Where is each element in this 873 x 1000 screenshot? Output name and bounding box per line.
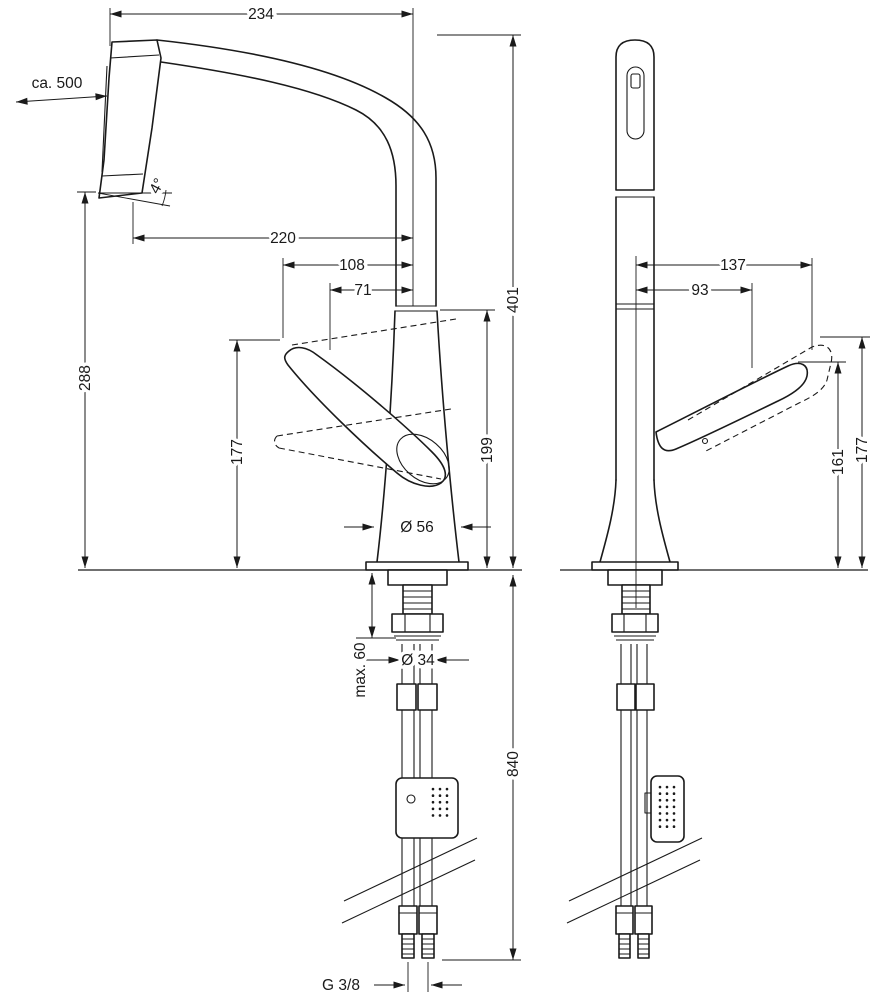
swivel-joint-front — [616, 303, 654, 310]
base-flange-side — [365, 561, 469, 571]
dimension-labels: 234 ca. 500 4° 220 108 71 Ø 56 137 93 Ø … — [28, 3, 873, 998]
handle-raised-dashed — [687, 344, 833, 453]
hose-end-front-1 — [615, 905, 634, 935]
dim-label-177-left: 177 — [229, 439, 246, 465]
dim-label-dia56: Ø 56 — [400, 519, 434, 536]
hose-end-side-2 — [418, 905, 438, 935]
mounting-nut-side — [391, 613, 444, 633]
shank-threads-side — [403, 590, 432, 610]
hose-tip-threads-2 — [422, 938, 434, 955]
dim-label-dia34: Ø 34 — [401, 652, 435, 669]
handle-collar-side — [396, 433, 450, 485]
hose-tip-threads-1 — [402, 938, 414, 955]
handle-front — [655, 362, 809, 452]
hose-crimp-front-1 — [616, 683, 636, 711]
hose-crimp-side-2 — [417, 683, 438, 711]
hose-tip-front-threads-2 — [638, 938, 649, 955]
body-front-sides — [615, 196, 655, 481]
break-lines-front — [566, 837, 703, 924]
spray-selector-window — [626, 66, 645, 140]
angle-arc — [161, 189, 167, 207]
handle-range-dashed — [274, 318, 457, 480]
dim-label-137: 137 — [720, 257, 746, 274]
supply-hoses-front — [620, 644, 648, 906]
dim-label-ca500: ca. 500 — [32, 75, 83, 92]
hose-tip-side-1 — [401, 933, 415, 959]
handle-pin-front — [701, 437, 709, 445]
supply-hoses-side — [401, 644, 433, 906]
check-valve-box-side — [395, 777, 459, 839]
valve-stub-front — [644, 792, 652, 814]
dimension-lines — [15, 10, 866, 989]
washers-side — [394, 635, 441, 641]
hose-end-front-2 — [634, 905, 653, 935]
hose-tip-front-2 — [637, 933, 650, 959]
angle-reference-lines — [97, 192, 172, 207]
handle-side — [283, 346, 447, 487]
dim-label-288: 288 — [77, 365, 94, 391]
hose-crimp-front-2 — [635, 683, 655, 711]
body-side-right-edge — [436, 310, 460, 563]
valve-dots-front — [658, 785, 676, 829]
hose-tip-side-2 — [421, 933, 435, 959]
valve-hole-side — [406, 794, 416, 804]
hose-crimp-side-1 — [396, 683, 417, 711]
check-valve-box-front — [650, 775, 685, 843]
spray-selector-button — [630, 73, 641, 89]
nut-facets-front — [623, 614, 647, 632]
dim-label-71: 71 — [354, 282, 371, 299]
dim-label-max60: max. 60 — [352, 642, 369, 698]
swivel-joint-side — [395, 305, 437, 312]
dim-label-177-right: 177 — [854, 437, 871, 463]
base-flange-front — [591, 561, 679, 571]
hose-tip-front-threads-1 — [619, 938, 630, 955]
base-block-front — [607, 569, 663, 586]
dim-label-161: 161 — [830, 449, 847, 475]
dim-label-199: 199 — [479, 437, 496, 463]
mounting-nut-front — [611, 613, 659, 633]
body-front-flare — [599, 479, 671, 563]
dim-label-220: 220 — [270, 230, 296, 247]
hose-tip-front-1 — [618, 933, 631, 959]
spray-head-details — [101, 54, 160, 177]
extension-lines — [77, 8, 870, 992]
dim-label-234: 234 — [248, 6, 274, 23]
dim-label-93: 93 — [691, 282, 708, 299]
dim-label-401: 401 — [505, 287, 522, 313]
dim-label-840: 840 — [505, 751, 522, 777]
spout-bottom-edge — [160, 61, 397, 307]
spray-head-front — [615, 39, 655, 191]
faucet-front-view — [566, 39, 833, 959]
threaded-shank-side — [402, 584, 433, 615]
dim-label-g38: G 3/8 — [322, 977, 360, 994]
hose-end-side-1 — [398, 905, 418, 935]
dim-label-108: 108 — [339, 257, 365, 274]
valve-dots-side — [431, 787, 449, 820]
break-lines-side — [341, 837, 478, 924]
faucet-side-view — [97, 39, 478, 959]
spout-top-edge — [156, 39, 437, 307]
base-block-side — [387, 569, 448, 586]
washers-front — [614, 635, 656, 641]
nut-facets-side — [404, 614, 431, 632]
